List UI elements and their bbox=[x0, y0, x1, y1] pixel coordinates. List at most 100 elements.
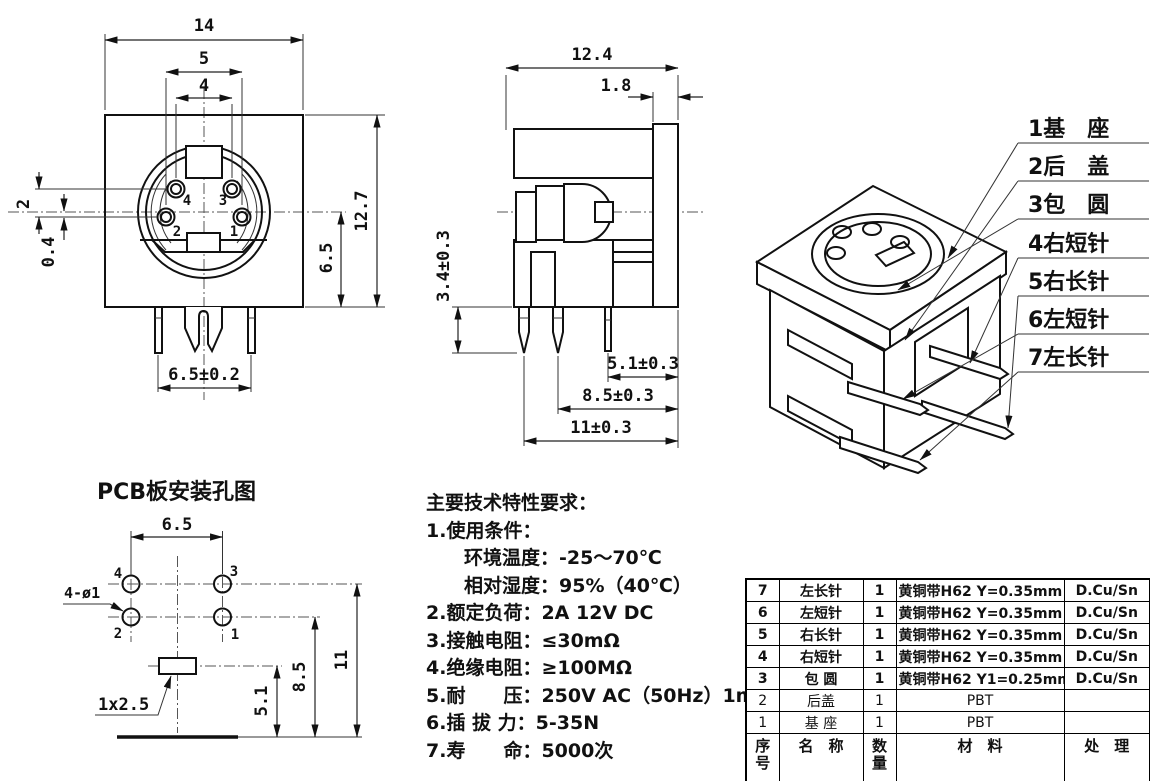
part-label-back-cover: 2后 盖 bbox=[1028, 154, 1109, 180]
dim-side-pin1: 5.1±0.3 bbox=[607, 354, 679, 374]
pcb-hole3-label: 3 bbox=[230, 564, 238, 580]
bom-name: 后盖 bbox=[778, 689, 864, 712]
bom-qty: 1 bbox=[862, 578, 897, 602]
bom-seq: 6 bbox=[745, 601, 780, 624]
bom-header-seq: 序号 bbox=[745, 733, 780, 781]
pcb-view: PCB板安装孔图 4 3 2 1 6.5 4-ø1 1x2.5 5.1 bbox=[63, 479, 362, 739]
dim-pcb-c: 11 bbox=[332, 650, 352, 670]
iso-view bbox=[755, 184, 1015, 475]
spec-line: 6.插 拔 力：5-35N bbox=[426, 712, 600, 734]
side-view: 12.4 1.8 3.4±0.3 5.1±0.3 8.5±0.3 11±0.3 bbox=[434, 45, 705, 448]
bom-name: 右长针 bbox=[778, 623, 864, 646]
front-pin1-label: 1 bbox=[230, 224, 238, 240]
bom-material: PBT bbox=[895, 711, 1065, 734]
dim-front-pins-inner: 4 bbox=[199, 76, 209, 96]
table-row: 7 左长针 1 黄铜带H62 Y=0.35mm D.Cu/Sn bbox=[745, 578, 1150, 602]
spec-line: 相对湿度：95%（40℃） bbox=[464, 574, 692, 597]
bom-table: 7 左长针 1 黄铜带H62 Y=0.35mm D.Cu/Sn 6 左短针 1 … bbox=[745, 578, 1150, 781]
table-row: 2 后盖 1 PBT bbox=[745, 689, 1150, 712]
spec-line: 环境温度：-25～70℃ bbox=[464, 547, 662, 569]
bom-qty: 1 bbox=[862, 689, 897, 712]
bom-qty: 1 bbox=[862, 601, 897, 624]
spec-line: 5.耐 压：250V AC（50Hz）1min bbox=[426, 684, 776, 707]
bom-qty: 1 bbox=[862, 645, 897, 668]
bom-material: 黄铜带H62 Y=0.35mm bbox=[895, 623, 1065, 646]
spec-line: 4.绝缘电阻：≥100MΩ bbox=[426, 657, 633, 679]
bom-material: 黄铜带H62 Y=0.35mm bbox=[895, 601, 1065, 624]
front-pin3-label: 3 bbox=[219, 193, 227, 209]
bom-material: 黄铜带H62 Y=0.35mm bbox=[895, 578, 1065, 602]
pcb-hole2-label: 2 bbox=[114, 626, 122, 642]
table-row: 3 包 圆 1 黄铜带H62 Y1=0.25mm D.Cu/Sn bbox=[745, 667, 1150, 690]
dim-side-pin3: 11±0.3 bbox=[570, 418, 631, 438]
bom-material: 黄铜带H62 Y=0.35mm bbox=[895, 645, 1065, 668]
table-row: 1 基 座 1 PBT bbox=[745, 711, 1150, 734]
spec-line: 主要技术特性要求： bbox=[426, 492, 598, 514]
bom-seq: 1 bbox=[745, 711, 780, 734]
table-header-row: 序号 名 称 数量 材 料 处 理 bbox=[745, 733, 1150, 781]
dim-front-offset: 0.4 bbox=[39, 237, 59, 268]
bom-name: 左短针 bbox=[778, 601, 864, 624]
bom-seq: 2 bbox=[745, 689, 780, 712]
part-label-right-short-pin: 4右短针 bbox=[1028, 231, 1109, 257]
part-label-left-long-pin: 7左长针 bbox=[1028, 345, 1109, 371]
table-row: 6 左短针 1 黄铜带H62 Y=0.35mm D.Cu/Sn bbox=[745, 601, 1150, 624]
part-label-right-long-pin: 5右长针 bbox=[1028, 269, 1109, 295]
part-labels: 1基 座 2后 盖 3包 圆 4右短针 5右长针 6左短针 7左长针 bbox=[897, 116, 1149, 461]
bom-header-material: 材 料 bbox=[895, 733, 1065, 781]
bom-seq: 7 bbox=[745, 578, 780, 602]
pcb-title: PCB板安装孔图 bbox=[97, 479, 256, 505]
front-pin4-label: 4 bbox=[183, 193, 191, 209]
bom-name: 包 圆 bbox=[778, 667, 864, 690]
bom-process: D.Cu/Sn bbox=[1063, 667, 1150, 690]
dim-front-width: 14 bbox=[194, 16, 214, 36]
front-pin2-label: 2 bbox=[173, 224, 181, 240]
bom-process: D.Cu/Sn bbox=[1063, 645, 1150, 668]
bom-name: 左长针 bbox=[778, 578, 864, 602]
bom-name: 基 座 bbox=[778, 711, 864, 734]
spec-line: 2.额定负荷：2A 12V DC bbox=[426, 602, 654, 624]
bom-header-qty: 数量 bbox=[862, 733, 897, 781]
table-row: 5 右长针 1 黄铜带H62 Y=0.35mm D.Cu/Sn bbox=[745, 623, 1150, 646]
bom-name: 右短针 bbox=[778, 645, 864, 668]
bom-process: D.Cu/Sn bbox=[1063, 601, 1150, 624]
dim-front-height: 12.7 bbox=[352, 191, 372, 232]
bom-material: PBT bbox=[895, 689, 1065, 712]
part-label-shield: 3包 圆 bbox=[1028, 192, 1109, 218]
bom-header-process: 处 理 bbox=[1063, 733, 1150, 781]
dim-front-pin-span: 6.5±0.2 bbox=[168, 365, 240, 385]
bom-seq: 3 bbox=[745, 667, 780, 690]
part-label-left-short-pin: 6左短针 bbox=[1028, 307, 1109, 333]
bom-qty: 1 bbox=[862, 711, 897, 734]
spec-line: 7.寿 命：5000次 bbox=[426, 739, 614, 762]
dim-side-width: 12.4 bbox=[572, 45, 613, 65]
bom-seq: 5 bbox=[745, 623, 780, 646]
part-label-base: 1基 座 bbox=[1028, 116, 1109, 142]
bom-header-name: 名 称 bbox=[778, 733, 864, 781]
front-view: 14 5 4 2 0.4 6.5 12.7 6.5±0.2 4 bbox=[8, 16, 385, 400]
dim-side-tip: 3.4±0.3 bbox=[434, 230, 454, 302]
dim-pcb-a: 5.1 bbox=[252, 686, 272, 717]
bom-material: 黄铜带H62 Y1=0.25mm bbox=[895, 667, 1065, 690]
bom-process: D.Cu/Sn bbox=[1063, 623, 1150, 646]
spec-line: 3.接触电阻：≤30mΩ bbox=[426, 629, 620, 652]
pcb-hole-size-callout: 4-ø1 bbox=[64, 584, 100, 602]
bom-qty: 1 bbox=[862, 623, 897, 646]
pcb-hole1-label: 1 bbox=[231, 627, 239, 643]
dim-front-rows: 2 bbox=[14, 199, 34, 209]
bom-process: D.Cu/Sn bbox=[1063, 578, 1150, 602]
bom-seq: 4 bbox=[745, 645, 780, 668]
pcb-slot-size-callout: 1x2.5 bbox=[98, 695, 149, 715]
dim-pcb-span: 6.5 bbox=[162, 515, 193, 535]
dim-front-half-height: 6.5 bbox=[317, 243, 337, 274]
bom-qty: 1 bbox=[862, 667, 897, 690]
table-row: 4 右短针 1 黄铜带H62 Y=0.35mm D.Cu/Sn bbox=[745, 645, 1150, 668]
pcb-hole4-label: 4 bbox=[114, 566, 122, 582]
bom-process bbox=[1063, 689, 1150, 712]
dim-side-flange: 1.8 bbox=[601, 76, 632, 96]
tech-specs: 主要技术特性要求： 1.使用条件： 环境温度：-25～70℃ 相对湿度：95%（… bbox=[426, 490, 776, 765]
dim-front-pins-outer: 5 bbox=[199, 49, 209, 69]
dim-side-pin2: 8.5±0.3 bbox=[582, 386, 654, 406]
